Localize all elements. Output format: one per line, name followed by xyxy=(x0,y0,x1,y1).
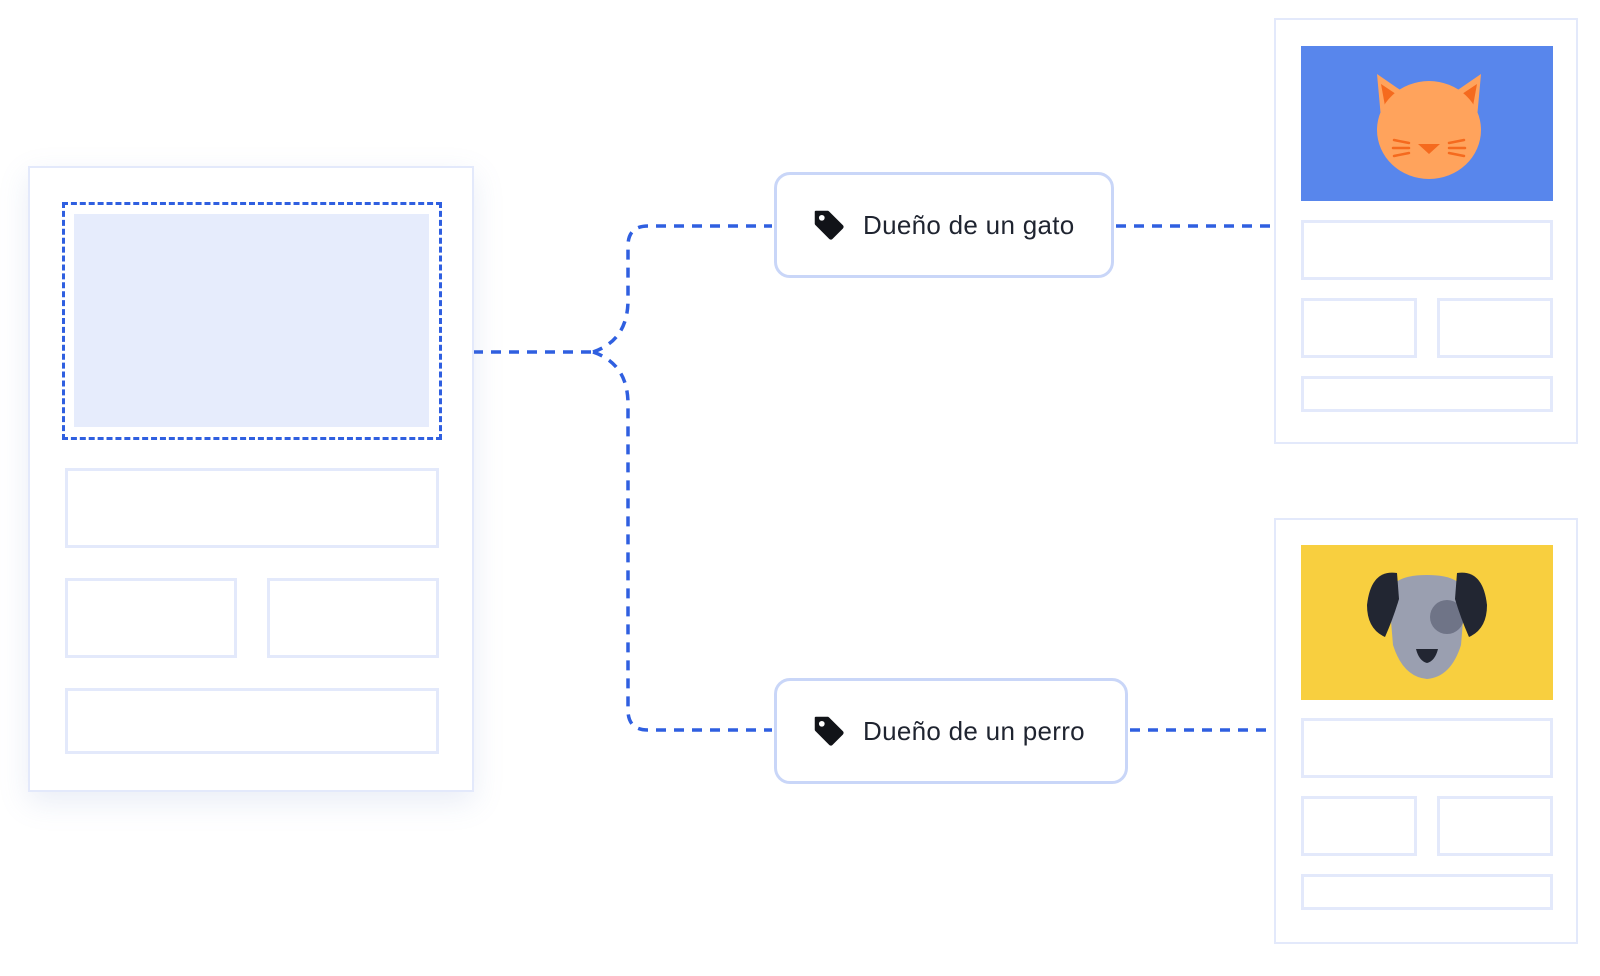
image-placeholder xyxy=(74,214,429,427)
content-block-footer xyxy=(65,688,439,754)
tag-dog-owner-label: Dueño de un perro xyxy=(863,715,1085,746)
tag-icon xyxy=(814,716,844,746)
connector-branch-to-cat-tag xyxy=(592,224,772,354)
tag-cat-owner-label: Dueño de un gato xyxy=(863,209,1075,240)
dog-variant-page-card xyxy=(1274,518,1578,944)
cat-face-icon xyxy=(1377,74,1481,179)
connector-branch-to-dog-tag xyxy=(592,350,772,732)
content-block-left xyxy=(65,578,237,658)
tag-cat-owner[interactable]: Dueño de un gato xyxy=(774,172,1114,278)
dog-content-block-left xyxy=(1301,796,1417,856)
source-page-card xyxy=(28,166,474,792)
dog-hero-image xyxy=(1301,545,1553,700)
selected-element-outline[interactable] xyxy=(62,202,442,440)
cat-hero-image xyxy=(1301,46,1553,201)
dog-content-block-wide xyxy=(1301,718,1553,778)
dog-content-block-right xyxy=(1437,796,1553,856)
cat-content-block-footer xyxy=(1301,376,1553,412)
dog-content-block-footer xyxy=(1301,874,1553,910)
tag-icon xyxy=(814,210,844,240)
dog-face-icon xyxy=(1367,572,1487,679)
cat-content-block-left xyxy=(1301,298,1417,358)
cat-content-block-wide xyxy=(1301,220,1553,280)
cat-content-block-right xyxy=(1437,298,1553,358)
tag-dog-owner[interactable]: Dueño de un perro xyxy=(774,678,1128,784)
cat-variant-page-card xyxy=(1274,18,1578,444)
content-block-wide xyxy=(65,468,439,548)
content-block-right xyxy=(267,578,439,658)
